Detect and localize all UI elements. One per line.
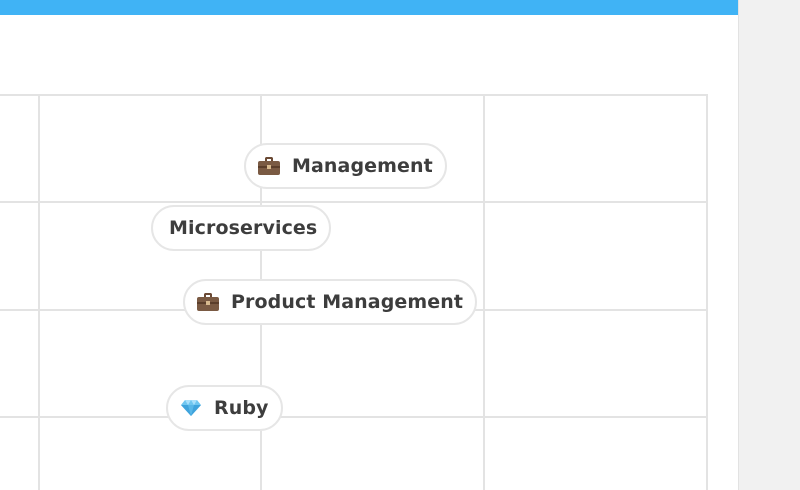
canvas-panel: Management Microservices Product Managem… (0, 0, 739, 490)
header-bar (0, 0, 738, 15)
skill-tag-ruby[interactable]: Ruby (166, 385, 283, 431)
skill-tag-label: Product Management (231, 291, 464, 313)
skill-tag-label: Management (292, 155, 433, 177)
side-panel (739, 0, 800, 490)
skill-tag-label: Microservices (169, 217, 318, 239)
skill-tag-microservices[interactable]: Microservices (151, 205, 332, 251)
skill-tag-product-management[interactable]: Product Management (183, 279, 478, 325)
briefcase-icon (258, 157, 280, 175)
grid-line (483, 94, 485, 490)
grid-line (38, 94, 40, 490)
grid-line (706, 94, 708, 490)
grid-line (0, 201, 708, 203)
grid-line (0, 94, 708, 96)
skill-tag-management[interactable]: Management (244, 143, 447, 189)
gem-icon (181, 400, 201, 416)
grid-line (0, 416, 708, 418)
skill-tag-label: Ruby (214, 397, 269, 419)
briefcase-icon (197, 293, 219, 311)
